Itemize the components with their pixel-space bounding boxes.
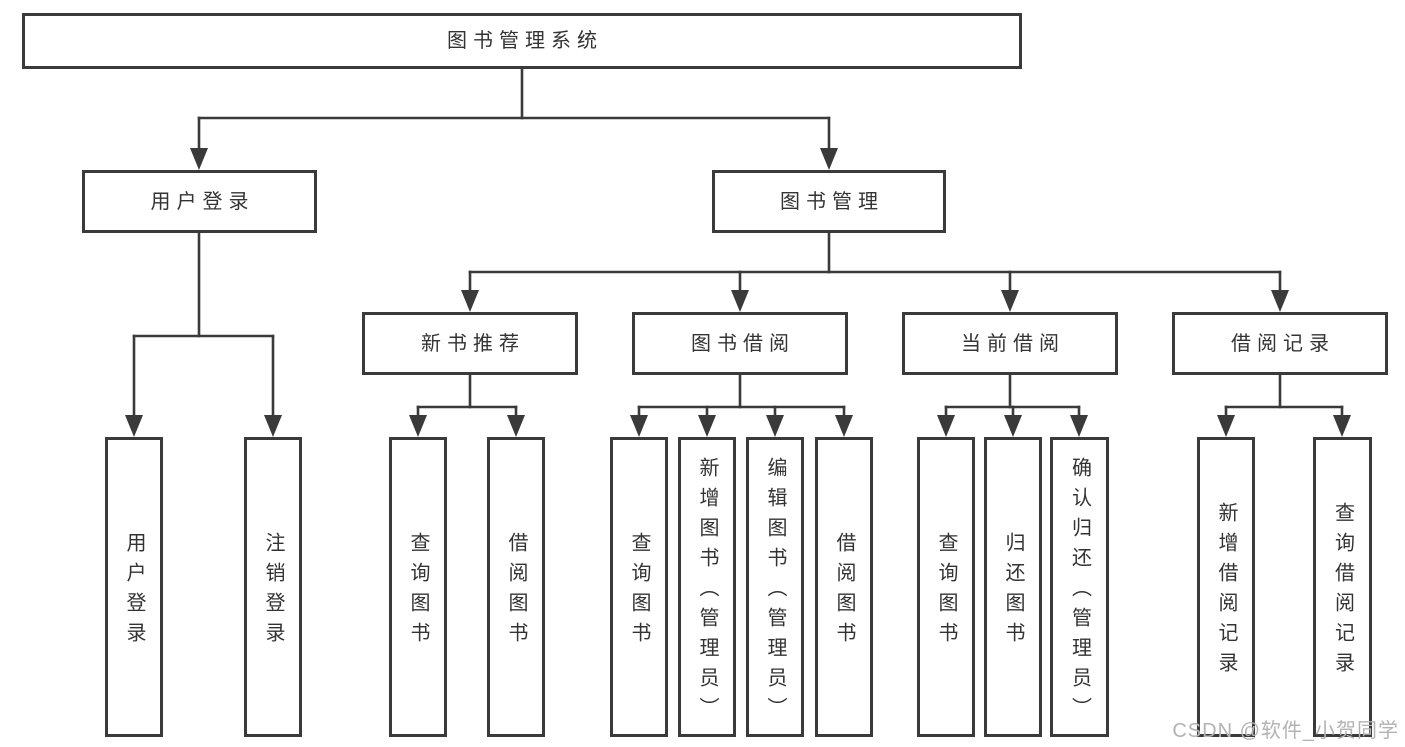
node-label: 当前借阅 xyxy=(961,332,1065,355)
node-label: 图书借阅 xyxy=(691,332,795,355)
leaf-add-borrow-record: 新增借阅记录 xyxy=(1197,437,1255,737)
leaf-return-books: 归还图书 xyxy=(984,437,1042,737)
leaf-query-books-recommend: 查询图书 xyxy=(389,437,447,737)
node-label: 查询借阅记录 xyxy=(1331,502,1354,682)
node-current-borrowing: 当前借阅 xyxy=(902,312,1118,375)
leaf-user-login: 用户登录 xyxy=(105,437,163,737)
leaf-confirm-return-admin: 确认归还（管理员） xyxy=(1050,437,1109,737)
leaf-borrow-books-recommend: 借阅图书 xyxy=(487,437,545,737)
node-label: 用户登录 xyxy=(123,532,145,652)
node-label: 确认归还（管理员） xyxy=(1068,457,1091,727)
node-label: 借阅图书 xyxy=(833,532,855,652)
node-label: 图书管理 xyxy=(780,190,884,213)
node-label: 新增借阅记录 xyxy=(1215,502,1237,682)
node-label: 借阅图书 xyxy=(505,532,527,652)
node-label: 新书推荐 xyxy=(421,332,525,355)
leaf-borrow-books-borrow: 借阅图书 xyxy=(815,437,873,737)
node-label: 归还图书 xyxy=(1002,532,1024,652)
node-label: 借阅记录 xyxy=(1231,332,1335,355)
node-label: 查询图书 xyxy=(628,532,650,652)
leaf-edit-books-admin: 编辑图书（管理员） xyxy=(746,437,804,737)
node-label: 用户登录 xyxy=(150,190,255,213)
node-borrowing-records: 借阅记录 xyxy=(1172,312,1388,375)
node-label: 编辑图书（管理员） xyxy=(764,457,786,727)
node-label: 图书管理系统 xyxy=(447,30,603,52)
node-label: 查询图书 xyxy=(407,532,429,652)
watermark: CSDN @软件_小贺同学 xyxy=(1172,720,1399,742)
node-label: 查询图书 xyxy=(935,532,957,652)
node-library-management-system: 图书管理系统 xyxy=(22,13,1022,69)
node-user-login: 用户登录 xyxy=(82,170,317,233)
node-new-book-recommendation: 新书推荐 xyxy=(362,312,578,375)
node-label: 注销登录 xyxy=(262,532,284,652)
leaf-query-borrow-record: 查询借阅记录 xyxy=(1313,437,1372,737)
node-label: 新增图书（管理员） xyxy=(696,457,718,727)
leaf-query-books-borrow: 查询图书 xyxy=(610,437,668,737)
leaf-query-books-current: 查询图书 xyxy=(917,437,975,737)
node-book-management: 图书管理 xyxy=(712,170,946,233)
leaf-add-books-admin: 新增图书（管理员） xyxy=(678,437,736,737)
node-book-borrowing: 图书借阅 xyxy=(632,312,848,375)
leaf-logout-login: 注销登录 xyxy=(244,437,302,737)
